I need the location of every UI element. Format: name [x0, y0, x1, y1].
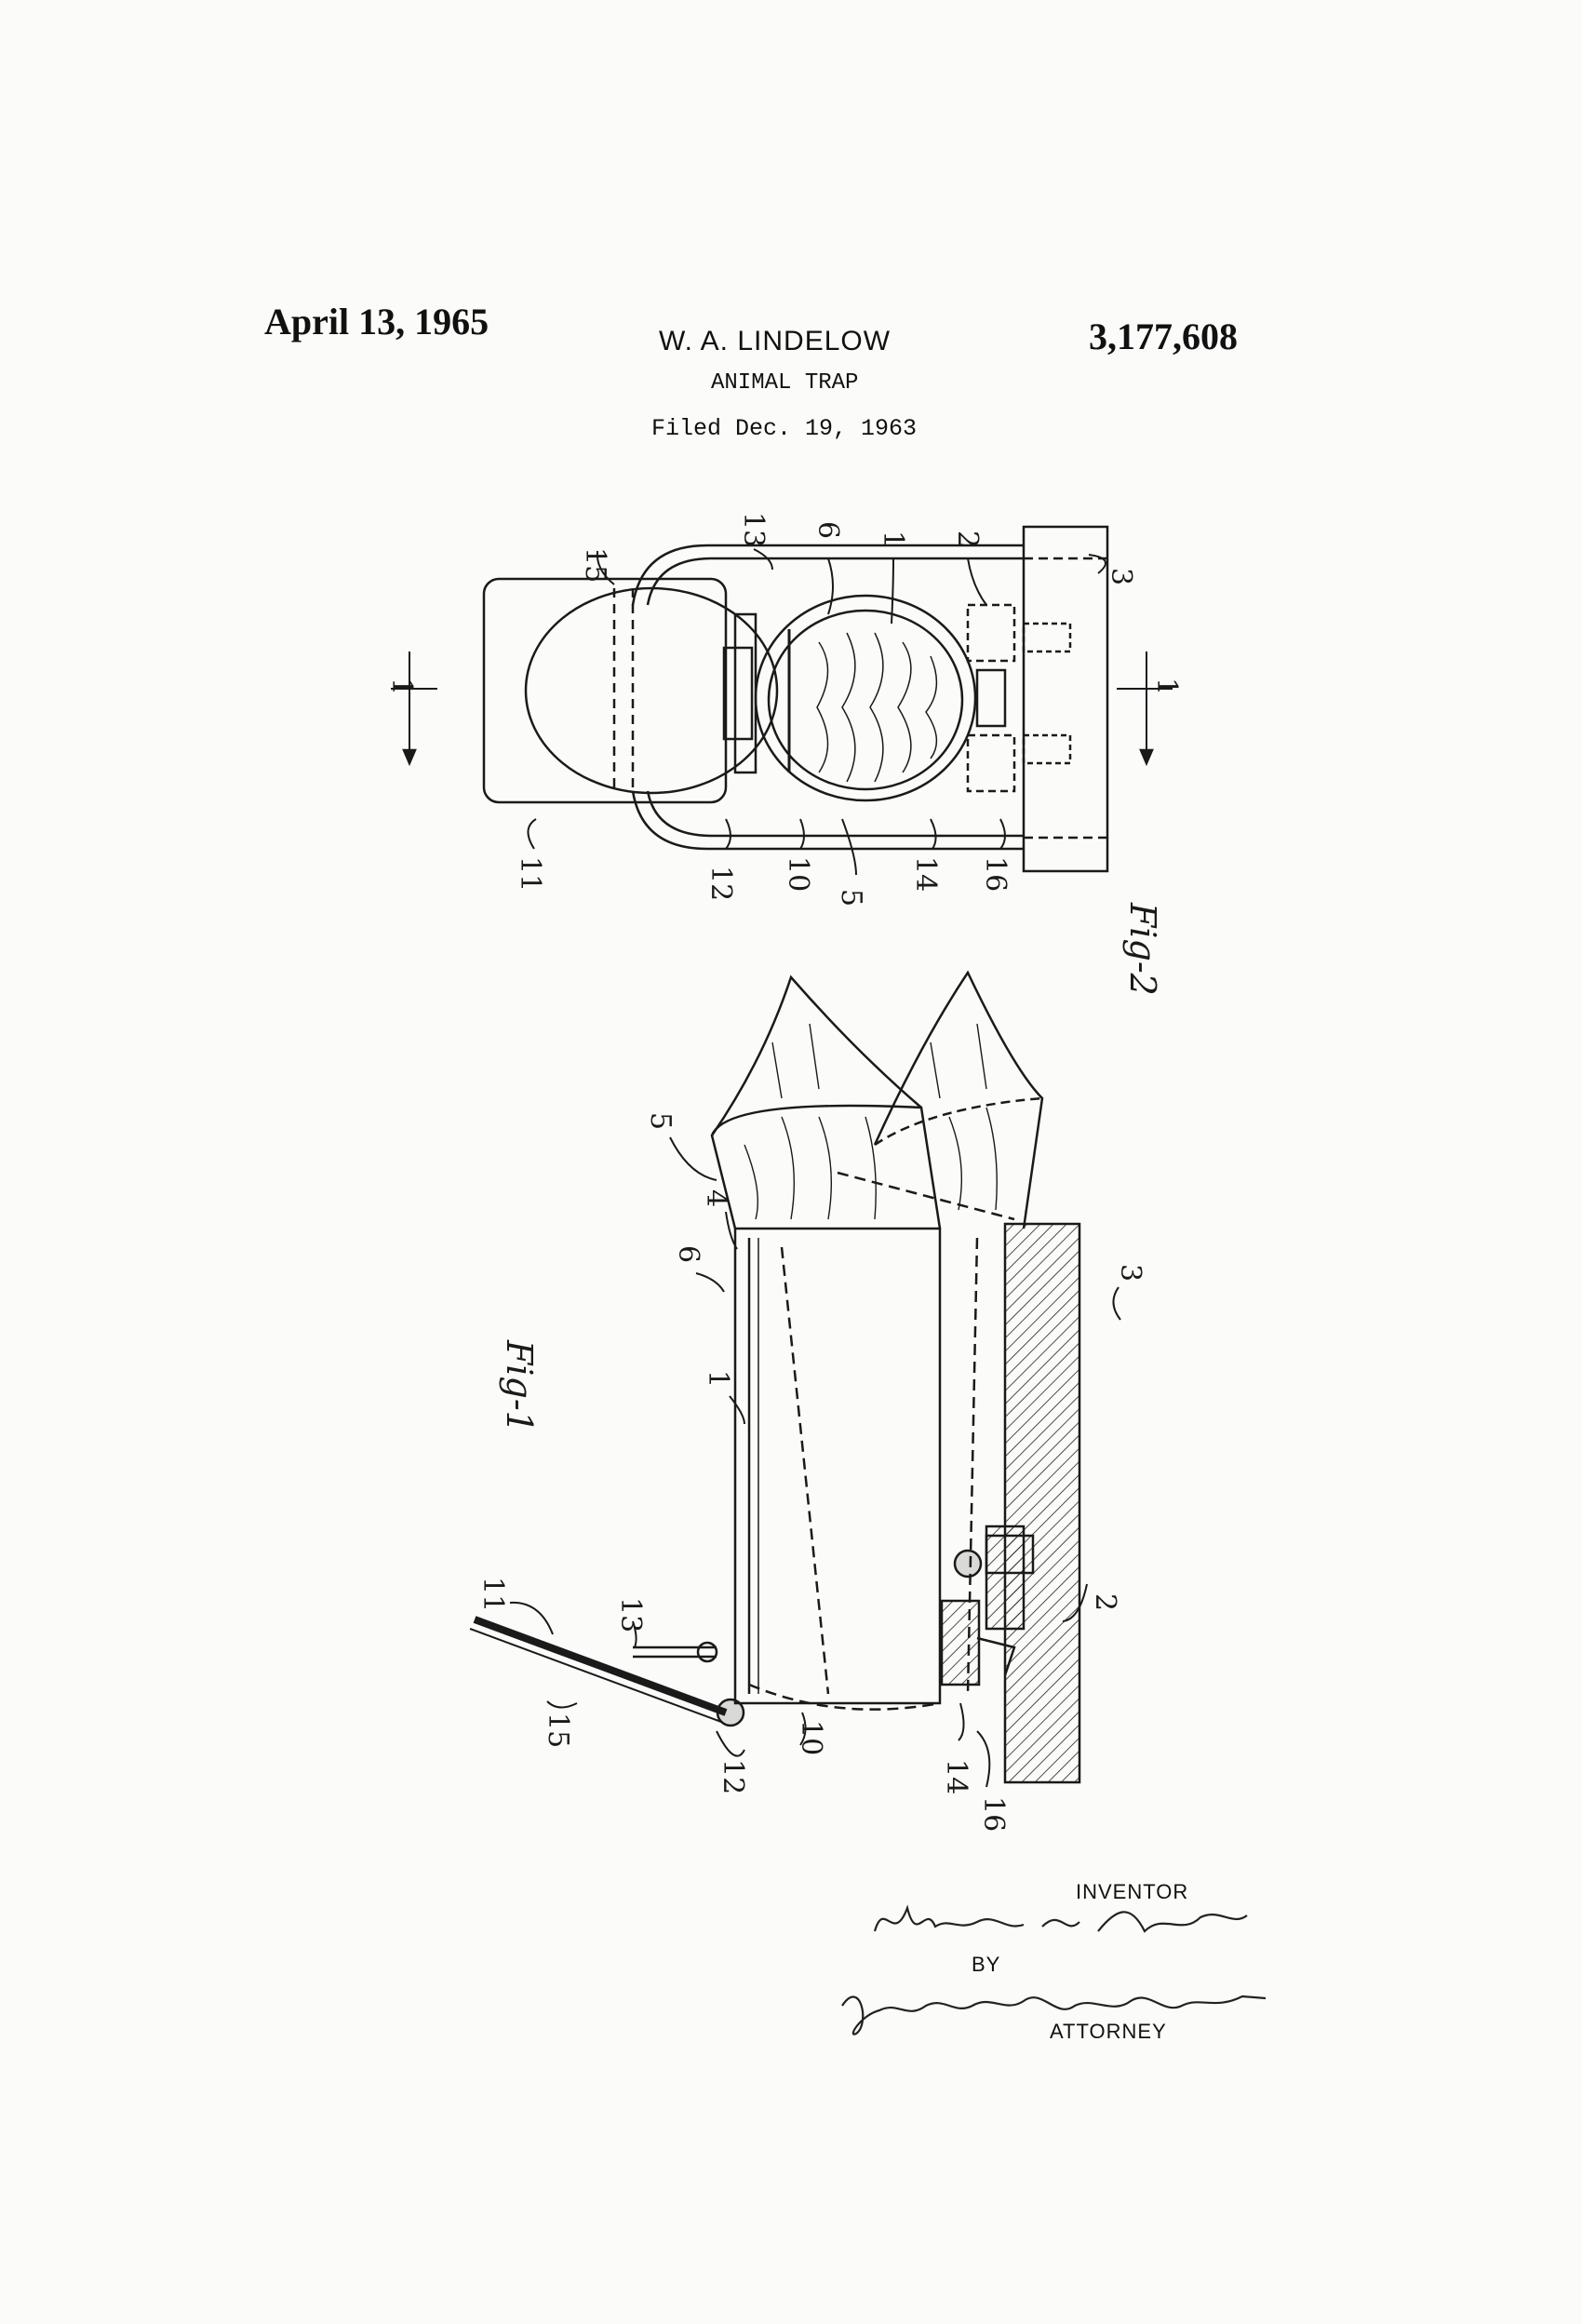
ref-12-fig2: 12: [704, 866, 737, 901]
figure-2-drawing: [391, 525, 1173, 873]
ref-14-fig1: 14: [940, 1759, 972, 1794]
ref-11-fig1: 11: [476, 1577, 509, 1612]
ref-3-fig2: 3: [1105, 568, 1137, 585]
by-label: BY: [972, 1953, 1001, 1976]
attorney-label: ATTORNEY: [1050, 2020, 1167, 2043]
ref-3-fig1: 3: [1114, 1264, 1146, 1282]
section-mark-right: 1: [1150, 678, 1183, 695]
ref-10-fig1: 10: [795, 1720, 827, 1755]
ref-12-fig1: 12: [717, 1759, 749, 1794]
ref-15-fig1: 15: [542, 1713, 574, 1748]
attorney-signature: [841, 1995, 1267, 2035]
figure-1-drawing: [469, 970, 1081, 1784]
patent-date: April 13, 1965: [264, 301, 489, 343]
ref-13-fig1: 13: [614, 1597, 647, 1632]
ref-14-fig2: 14: [909, 856, 942, 892]
ref-11-fig2: 11: [514, 856, 546, 892]
fig-2-label: Fig-2: [1122, 902, 1163, 996]
ref-10-fig2: 10: [782, 856, 814, 892]
fig-1-label: Fig-1: [499, 1339, 540, 1433]
patent-title: ANIMAL TRAP: [711, 370, 859, 396]
ref-5-fig1: 5: [644, 1112, 677, 1130]
inventor-signature: [873, 1904, 1248, 1933]
ref-16-fig1: 16: [977, 1796, 1010, 1832]
reference-numerals: 15 13 6 1 2 3 11 12 10 5 14 16 5 4 6 1 3…: [385, 512, 1183, 1832]
ref-1-fig1: 1: [702, 1370, 734, 1388]
inventor-label: INVENTOR: [1076, 1880, 1189, 1903]
ref-2-fig2: 2: [951, 531, 984, 548]
section-mark-left: 1: [385, 678, 418, 695]
ref-6-fig2: 6: [811, 521, 844, 539]
ref-1-fig2: 1: [877, 531, 909, 548]
patent-number: 3,177,608: [1089, 316, 1238, 357]
ref-2-fig1: 2: [1089, 1593, 1121, 1611]
filing-date: Filed Dec. 19, 1963: [651, 415, 918, 442]
ref-15-fig2: 15: [579, 547, 611, 583]
ref-4-fig1: 4: [700, 1189, 732, 1207]
ref-13-fig2: 13: [737, 512, 770, 547]
ref-6-fig1: 6: [672, 1245, 704, 1263]
ref-16-fig2: 16: [979, 856, 1012, 892]
ref-5-fig2: 5: [835, 889, 867, 907]
inventor-name: W. A. LINDELOW: [659, 326, 892, 356]
